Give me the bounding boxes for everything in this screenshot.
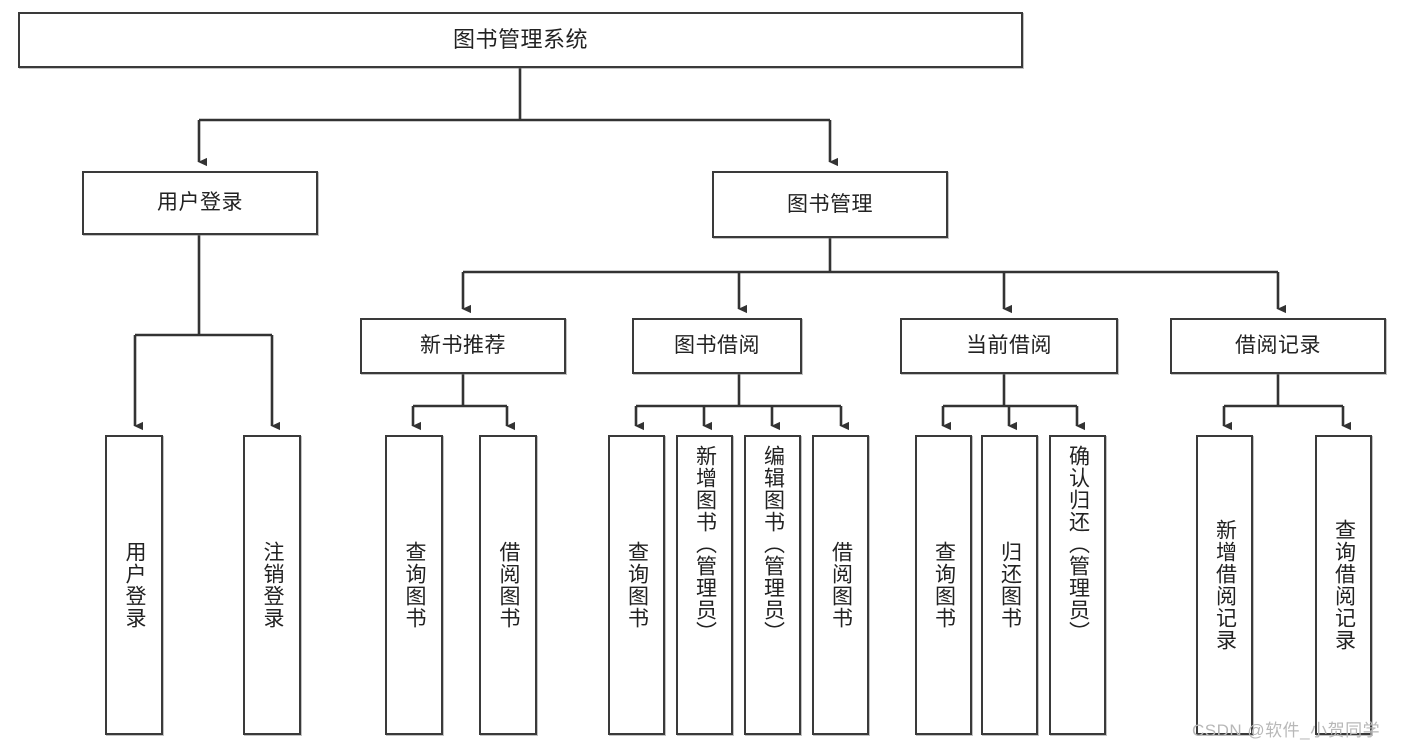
leaf-confirm-return[interactable]: 确认归还（管理员） [1049,435,1106,735]
leaf-user-login[interactable]: 用户登录 [105,435,163,735]
node-label: 查询借阅记录 [1332,519,1356,651]
leaf-add-borrow-record[interactable]: 新增借阅记录 [1196,435,1253,735]
node-label: 借阅记录 [1235,334,1321,358]
leaf-borrow-book-recommend[interactable]: 借阅图书 [479,435,537,735]
node-label: 编辑图书（管理员） [761,445,785,643]
leaf-query-borrow-record[interactable]: 查询借阅记录 [1315,435,1372,735]
node-label: 图书管理系统 [452,26,588,52]
node-label: 用户登录 [157,191,243,215]
leaf-user-logout[interactable]: 注销登录 [243,435,301,735]
node-label: 新增图书（管理员） [693,445,717,643]
node-label: 图书借阅 [674,334,760,358]
node-label: 图书管理 [787,192,873,216]
node-label: 确认归还（管理员） [1066,445,1090,643]
node-borrow-record[interactable]: 借阅记录 [1170,318,1386,374]
leaf-borrow-book-borrow[interactable]: 借阅图书 [812,435,869,735]
node-book-management[interactable]: 图书管理 [712,171,948,238]
node-label: 新增借阅记录 [1213,519,1237,651]
node-label: 查询图书 [932,541,956,629]
node-book-borrow[interactable]: 图书借阅 [632,318,802,374]
node-label: 注销登录 [260,541,284,629]
node-root-book-management-system[interactable]: 图书管理系统 [18,12,1023,68]
csdn-watermark: CSDN @软件_小贺同学 [1192,721,1381,740]
node-new-book-recommend[interactable]: 新书推荐 [360,318,566,374]
leaf-return-book[interactable]: 归还图书 [981,435,1038,735]
node-current-borrow[interactable]: 当前借阅 [900,318,1118,374]
node-label: 归还图书 [998,541,1022,629]
leaf-query-book-borrow[interactable]: 查询图书 [608,435,665,735]
node-label: 借阅图书 [496,541,520,629]
leaf-add-book[interactable]: 新增图书（管理员） [676,435,733,735]
node-label: 查询图书 [402,541,426,629]
node-label: 借阅图书 [829,541,853,629]
node-label: 新书推荐 [420,334,506,358]
node-label: 查询图书 [625,541,649,629]
node-label: 当前借阅 [966,334,1052,358]
node-user-login[interactable]: 用户登录 [82,171,318,235]
leaf-edit-book[interactable]: 编辑图书（管理员） [744,435,801,735]
leaf-query-book-current[interactable]: 查询图书 [915,435,972,735]
leaf-query-book-recommend[interactable]: 查询图书 [385,435,443,735]
node-label: 用户登录 [122,541,146,629]
